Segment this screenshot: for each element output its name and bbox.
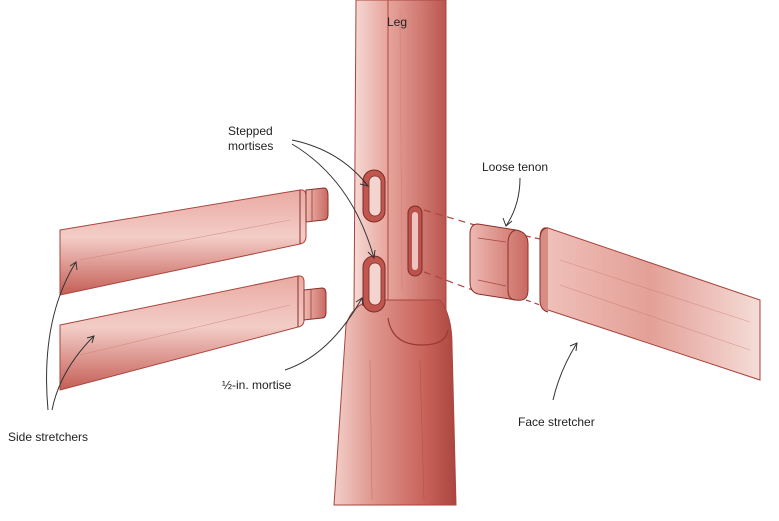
loose-tenon-label: Loose tenon xyxy=(482,160,549,174)
stepped-mortise-lower xyxy=(362,255,386,313)
leader-lines xyxy=(46,139,578,411)
side-stretchers-label: Side stretchers xyxy=(8,430,89,444)
stepped-mortises-label-line2: mortises xyxy=(228,139,274,153)
front-mortise xyxy=(407,205,423,277)
loose-tenon xyxy=(469,223,529,301)
face-stretcher xyxy=(539,227,761,381)
side-stretcher-upper xyxy=(59,187,329,296)
stepped-mortises-label: Stepped mortises xyxy=(228,124,273,154)
half-in-mortise-label: ½-in. mortise xyxy=(222,378,292,392)
stepped-mortise-upper xyxy=(362,169,386,223)
stepped-mortises-label-line1: Stepped xyxy=(228,124,273,138)
leg xyxy=(333,0,457,506)
leg-label: Leg xyxy=(387,15,408,29)
face-stretcher-label: Face stretcher xyxy=(518,415,595,429)
side-stretcher-lower xyxy=(59,275,327,391)
alignment-lines xyxy=(423,209,541,306)
